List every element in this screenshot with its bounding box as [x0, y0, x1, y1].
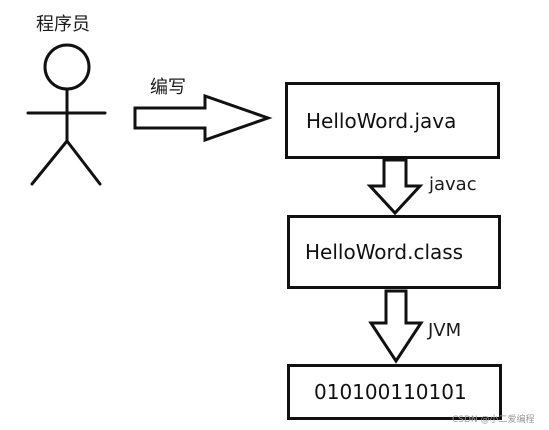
class-file-label: HelloWord.class [305, 240, 464, 264]
run-arrow-label: JVM [428, 320, 462, 341]
write-arrow-label: 编写 [150, 77, 186, 98]
compile-arrow-icon [366, 158, 424, 216]
run-arrow-icon [368, 289, 424, 364]
bytecode-box: 010100110101 [287, 364, 502, 420]
figure-left-leg [30, 139, 69, 186]
figure-head [43, 43, 91, 91]
watermark: CSDN @小二爱编程 [452, 415, 535, 425]
class-file-box: HelloWord.class [287, 215, 501, 289]
figure-right-leg [65, 139, 102, 186]
source-file-box: HelloWord.java [285, 82, 500, 159]
write-arrow-icon [133, 93, 273, 143]
compile-arrow-label: javac [429, 174, 477, 195]
stick-figure-icon [26, 43, 107, 186]
bytecode-label: 010100110101 [314, 380, 467, 404]
source-file-label: HelloWord.java [306, 108, 457, 133]
actor-title: 程序员 [36, 14, 90, 35]
